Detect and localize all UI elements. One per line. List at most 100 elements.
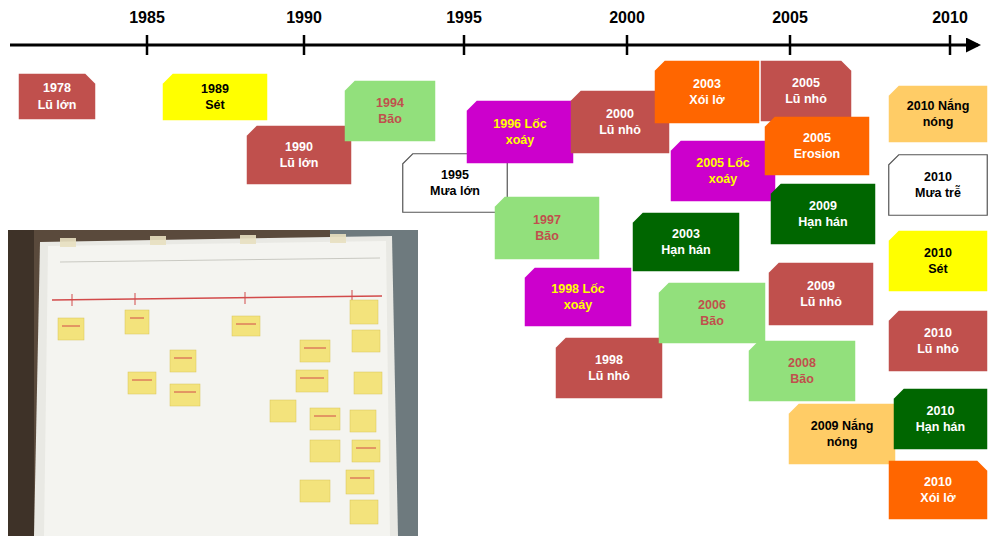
event-text: 2006 Bão [697,297,727,330]
tag-outline [761,61,852,122]
event-tag: 2010 Nắng nóng [888,85,988,143]
event-text: 2009 Lũ nhỏ [799,278,843,311]
tag-shape [494,196,600,260]
event-text: 2003 Hạn hán [660,226,712,259]
tag-shape [670,140,776,202]
axis-tick [146,35,149,55]
axis-tick [463,35,466,55]
tag-shape [344,80,436,142]
event-tag: 1990 Lũ lớn [246,125,352,185]
tag-shape [888,154,988,216]
tag-shape [524,267,632,327]
tag-outline [345,81,436,142]
workshop-photo [8,230,418,536]
tag-shape [770,183,876,245]
tag-outline [633,213,740,272]
event-text: 1997 Bão [532,212,562,245]
event-tag: 2010 Mưa trễ [888,154,988,216]
event-text: 1989 Sét [200,81,230,114]
tag-outline [889,231,988,292]
tag-shape [768,262,874,326]
event-text: 2010 Sét [923,245,953,278]
event-text: 1996 Lốc xoáy [492,116,549,149]
event-text: 2009 Nắng nóng [808,418,876,451]
tag-shape [162,73,268,121]
event-text: 1990 Lũ lớn [279,139,320,172]
event-tag: 2005 Lốc xoáy [670,140,776,202]
tag-shape [760,60,852,122]
tag-shape [654,60,760,124]
tag-shape [466,100,574,164]
tag-outline [769,263,874,326]
event-text: 2008 Bão [787,355,817,388]
event-text: 2003 Xói lở [688,76,726,109]
axis-tick [303,35,306,55]
axis-line [10,44,978,47]
event-tag: 1997 Bão [494,196,600,260]
tag-outline [889,461,988,520]
event-text: 2005 Lốc xoáy [695,155,752,188]
event-text: 2005 Erosion [793,130,842,163]
year-tick-label: 1995 [446,9,482,27]
event-tag: 2003 Xói lở [654,60,760,124]
tag-outline [163,74,268,121]
tag-outline [889,311,988,372]
tag-outline [749,341,856,402]
tag-outline [894,389,988,450]
event-tag: 1978 Lũ lớn [18,73,96,120]
tag-outline [247,126,352,185]
event-tag: 2009 Hạn hán [770,183,876,245]
tag-shape [788,403,896,465]
axis-tick [949,35,952,55]
time-axis [10,35,978,55]
event-tag: 1998 Lốc xoáy [524,267,632,327]
event-tag: 2010 Sét [888,230,988,292]
tag-shape [555,337,663,399]
event-text: 2010 Nắng nóng [904,98,972,131]
tag-shape [888,230,988,292]
tag-outline [789,404,896,465]
event-tag: 1998 Lũ nhỏ [555,337,663,399]
event-tag: 2005 Erosion [764,116,870,176]
event-text: 2000 Lũ nhỏ [598,106,642,139]
tag-outline [671,141,776,202]
event-tag: 2009 Nắng nóng [788,403,896,465]
tag-outline [771,184,876,245]
tag-outline [571,91,670,154]
year-tick-label: 2010 [932,9,968,27]
event-tag: 1996 Lốc xoáy [466,100,574,164]
event-tag: 2003 Hạn hán [632,212,740,272]
event-text: 2010 Mưa trễ [914,169,962,202]
event-text: 2010 Hạn hán [915,403,967,436]
tag-shape [658,282,766,344]
tag-outline [556,338,663,399]
tag-shape [888,85,988,143]
tag-outline [19,74,96,120]
tag-shape [632,212,740,272]
event-tag: 2010 Xói lở [888,460,988,520]
event-tag: 2006 Bão [658,282,766,344]
tag-outline [889,86,988,143]
event-tag: 2008 Bão [748,340,856,402]
event-text: 1995 Mưa lớn [429,167,481,200]
event-text: 1998 Lũ nhỏ [587,352,631,385]
event-text: 1998 Lốc xoáy [550,281,607,314]
event-tag: 2010 Hạn hán [893,388,988,450]
tag-shape [18,73,96,120]
tag-outline [659,283,766,344]
year-tick-label: 1990 [286,9,322,27]
tag-shape [748,340,856,402]
event-text: 2010 Lũ nhỏ [916,325,960,358]
event-tag: 1994 Bão [344,80,436,142]
year-tick-label: 2005 [772,9,808,27]
tag-outline [495,197,600,260]
tag-shape [888,460,988,520]
tag-shape [893,388,988,450]
tag-shape [888,310,988,372]
tag-outline [765,117,870,176]
axis-tick [789,35,792,55]
event-tag: 2005 Lũ nhỏ [760,60,852,122]
event-tag: 1989 Sét [162,73,268,121]
event-text: 2005 Lũ nhỏ [784,75,828,108]
year-tick-label: 2000 [609,9,645,27]
